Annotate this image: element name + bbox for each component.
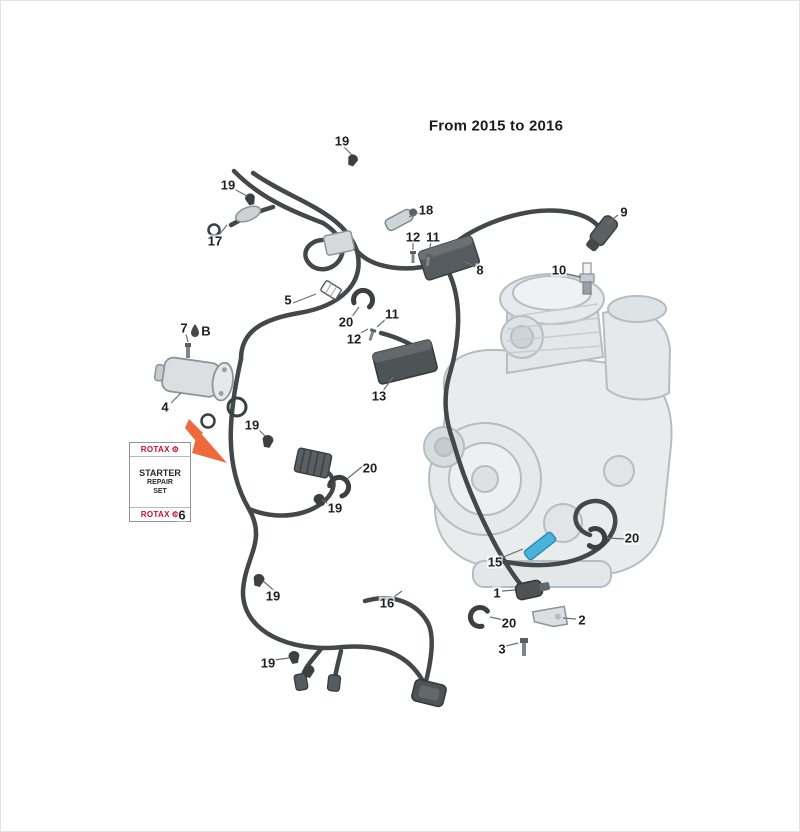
small-connector: [293, 672, 309, 692]
part-callout-12: 12: [345, 331, 363, 347]
cylinder-fins: [506, 303, 602, 354]
rotax-brand-text: ROTAX: [140, 510, 170, 519]
rotax-gear-icon: ⚙: [171, 509, 180, 519]
main-connector: [411, 678, 447, 708]
regulator: [293, 447, 333, 479]
part-callout-20: 20: [337, 314, 355, 330]
engine-illustration: [423, 273, 673, 588]
rotax-brand-top: ROTAX ⚙: [130, 443, 190, 457]
part-callout-1: 1: [492, 585, 502, 601]
sensor-bracket: [531, 605, 569, 628]
part-callout-8: 8: [475, 262, 485, 278]
part-callout-5: 5: [283, 292, 293, 308]
part-callout-13: 13: [370, 388, 388, 404]
cable-boot: [234, 205, 262, 223]
grease-icon: [191, 324, 199, 337]
part-callout-20: 20: [500, 615, 518, 631]
part-callout-19: 19: [259, 655, 277, 671]
bolt-icon: [368, 328, 377, 341]
part-callout-6: 6: [177, 507, 187, 523]
o-ring-large: [226, 396, 248, 418]
part-callout-3: 3: [497, 641, 507, 657]
part-callout-19: 19: [243, 417, 261, 433]
part-callout-19: 19: [326, 500, 344, 516]
part-callout-16: 16: [378, 595, 396, 611]
pointer-arrow: [185, 419, 227, 463]
diagram-title: From 2015 to 2016: [428, 117, 564, 135]
part-callout-10: 10: [550, 262, 568, 278]
band-clamp-icons: [327, 287, 608, 629]
rotax-gear-icon: ⚙: [171, 444, 180, 454]
cdi-module: [418, 235, 480, 281]
spark-plug: [579, 262, 595, 295]
part-callout-20: 20: [361, 460, 379, 476]
part-callout-19: 19: [219, 177, 237, 193]
starter-motor: [153, 356, 234, 402]
rotax-brand-text: ROTAX: [140, 445, 170, 454]
part-callout-7: 7: [179, 320, 189, 336]
part-callout-19: 19: [264, 588, 282, 604]
starter-set-text: STARTER REPAIR SET: [130, 457, 190, 507]
bolt-icon: [185, 343, 191, 358]
part-callout-12: 12: [404, 229, 422, 245]
part-callout-9: 9: [619, 204, 629, 220]
bolt-icon: [520, 638, 528, 656]
highlighted-cable-tie: [523, 531, 557, 561]
part-callout-19: 19: [333, 133, 351, 149]
bolt-icon: [425, 253, 433, 267]
bolt-icon: [410, 251, 416, 263]
part-callout-2: 2: [577, 612, 587, 628]
rotax-brand-bottom: ROTAX ⚙: [130, 507, 190, 521]
components: [153, 154, 619, 708]
part-callout-B: B: [200, 323, 212, 339]
starter-set-line2: REPAIR: [147, 478, 173, 486]
ignition-coil: [384, 208, 418, 232]
part-callout-20: 20: [623, 530, 641, 546]
part-callout-18: 18: [417, 202, 435, 218]
starter-set-line1: STARTER: [139, 467, 181, 478]
crank-position-sensor: [514, 579, 551, 601]
part-callout-17: 17: [206, 233, 224, 249]
wire-clip-icons: [245, 154, 358, 678]
part-callout-11: 11: [425, 229, 441, 245]
ecu-module: [372, 339, 438, 385]
part-callout-15: 15: [486, 554, 504, 570]
coil-bracket: [323, 230, 355, 256]
part-callout-4: 4: [160, 399, 170, 415]
connector-icon: [320, 280, 342, 300]
o-ring-small: [200, 413, 216, 429]
part-callout-11: 11: [384, 306, 400, 322]
small-connector: [326, 674, 342, 692]
starter-set-line3: SET: [153, 487, 167, 495]
